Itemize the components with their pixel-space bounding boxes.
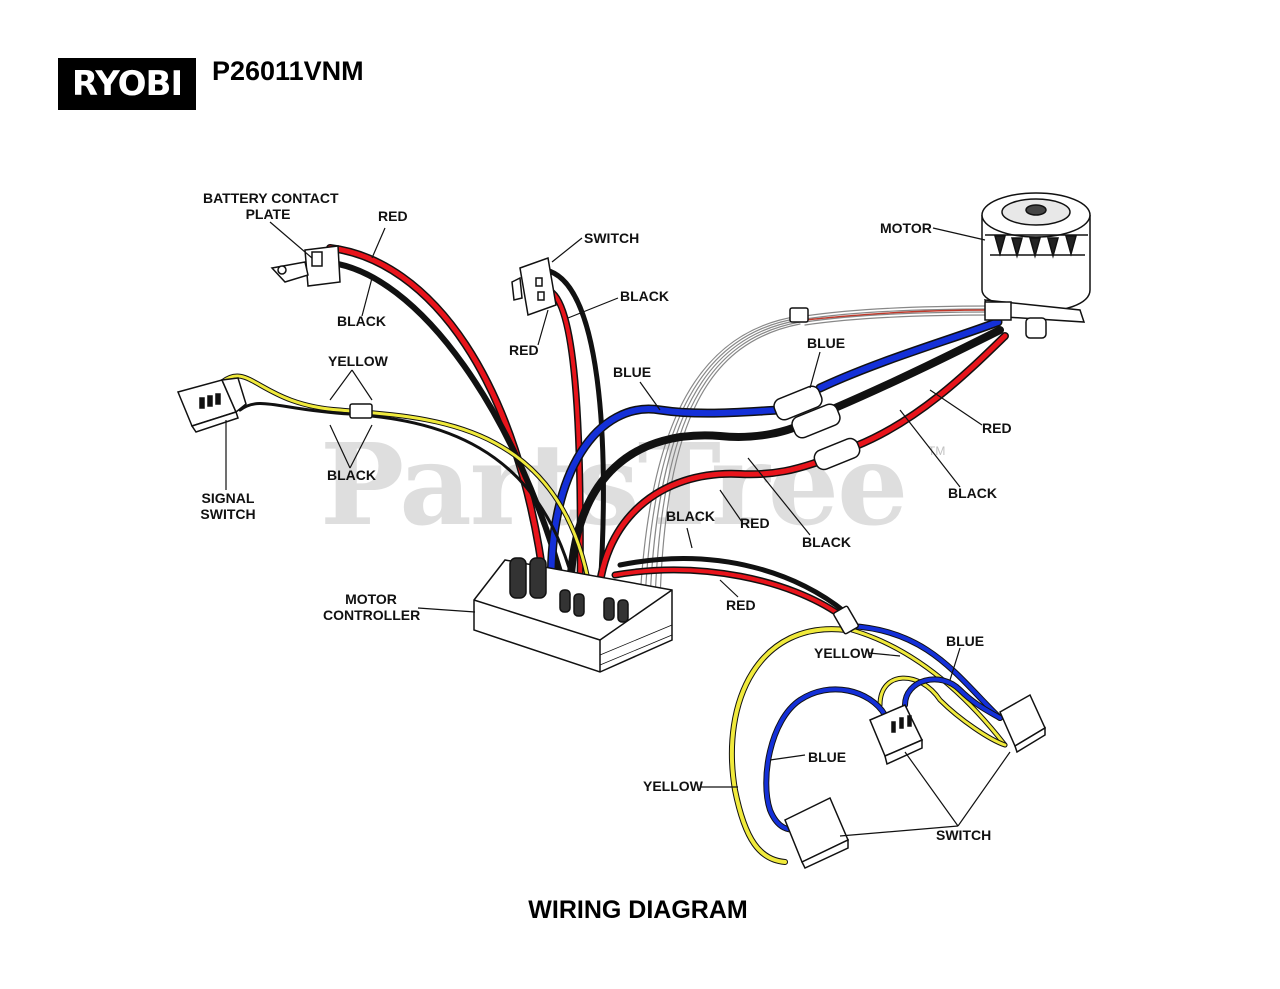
label-switch-bottom: SWITCH	[936, 827, 992, 843]
label-red-mid: RED	[740, 515, 770, 531]
motor-part	[981, 192, 1091, 339]
label-motor-controller-line2: CONTROLLER	[323, 607, 421, 623]
battery-contact-plate-part	[270, 245, 341, 287]
label-battery-contact-plate: BATTERY CONTACT PLATE	[203, 190, 339, 222]
label-red-battery: RED	[378, 208, 408, 224]
switch-top-part	[511, 256, 557, 317]
label-black-battery: BLACK	[337, 313, 386, 329]
label-blue-motor: BLUE	[807, 335, 846, 351]
label-motor-controller: MOTOR CONTROLLER	[323, 591, 421, 623]
label-yellow-lower: YELLOW	[814, 645, 874, 661]
watermark-tm: TM	[928, 444, 946, 458]
label-blue-controller: BLUE	[613, 364, 652, 380]
connector-blue	[773, 385, 823, 421]
wire-battery-black	[322, 259, 568, 593]
label-red-switch: RED	[509, 342, 539, 358]
label-signal-switch-line1: SIGNAL	[201, 490, 255, 506]
diagram-title: WIRING DIAGRAM	[528, 896, 748, 924]
connector-black	[791, 403, 841, 439]
label-motor-controller-line1: MOTOR	[345, 591, 397, 607]
label-black-lower: BLACK	[666, 508, 715, 524]
label-black-switch: BLACK	[620, 288, 669, 304]
model-number: P26011VNM	[212, 56, 364, 86]
signal-switch-part	[176, 377, 247, 433]
label-black-signal: BLACK	[327, 467, 376, 483]
label-battery-contact-line1: BATTERY CONTACT	[203, 190, 339, 206]
motor-controller-part	[473, 557, 673, 673]
wire-lower-black	[617, 556, 848, 615]
lower-switches	[784, 693, 1046, 869]
label-blue-lower: BLUE	[946, 633, 985, 649]
wire-sensor-bundle	[639, 305, 991, 601]
label-switch-top: SWITCH	[584, 230, 640, 246]
connector-sensor	[789, 307, 809, 323]
ryobi-logo: RYOBI	[58, 58, 196, 110]
label-yellow-signal: YELLOW	[328, 353, 388, 369]
wire-signal-black	[238, 402, 577, 592]
label-signal-switch: SIGNAL SWITCH	[195, 490, 261, 522]
label-battery-contact-line2: PLATE	[245, 206, 291, 222]
label-red-lower: RED	[726, 597, 756, 613]
partstree-watermark: PartsTree	[320, 420, 908, 551]
label-yellow-left: YELLOW	[643, 778, 703, 794]
connectors	[349, 307, 861, 635]
wire-battery-red	[326, 244, 549, 594]
wires	[219, 244, 1009, 865]
label-black-motor: BLACK	[948, 485, 997, 501]
connector-signal	[349, 403, 373, 419]
label-black-mid: BLACK	[802, 534, 851, 550]
connector-red	[813, 437, 861, 471]
leader-lines	[225, 221, 1011, 837]
wire-motor-black	[566, 421, 804, 604]
label-signal-switch-line2: SWITCH	[200, 506, 256, 522]
label-motor: MOTOR	[880, 220, 932, 236]
brand-text: RYOBI	[71, 64, 183, 104]
label-red-motor: RED	[982, 420, 1012, 436]
wire-switch-black	[542, 267, 606, 593]
label-blue-switch-cluster: BLUE	[808, 749, 847, 765]
connector-lower	[833, 605, 859, 635]
